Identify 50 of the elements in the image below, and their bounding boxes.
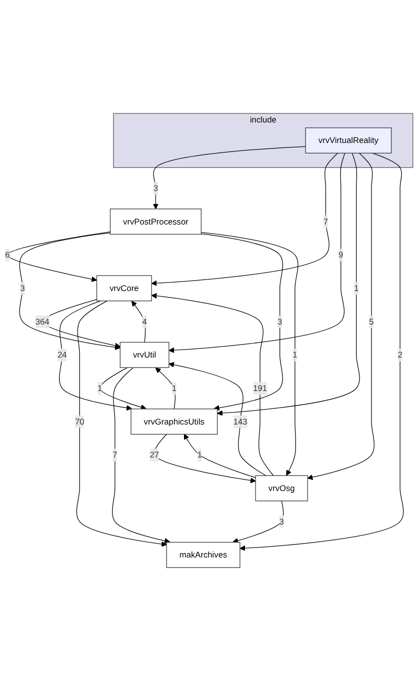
edge-label: 9 (338, 250, 344, 260)
edge-label: 1 (197, 450, 202, 460)
edge-label: 27 (150, 450, 160, 460)
edge-label: 7 (112, 450, 118, 460)
node-box: vrvPostProcessor (110, 208, 202, 235)
arrow (154, 434, 256, 484)
edge-label: 3 (20, 283, 25, 293)
arrow (7, 231, 111, 282)
edge-label: 1 (292, 350, 298, 360)
node-box: vrvUtil (120, 342, 170, 368)
edge-label: 4 (142, 316, 147, 326)
edge-label: 7 (323, 216, 328, 226)
arrow (19, 232, 120, 350)
edge-label: 1 (172, 383, 176, 393)
arrow (168, 362, 266, 476)
arrow (131, 300, 146, 343)
arrow (59, 300, 132, 411)
node-box: makArchives (166, 542, 240, 568)
arrow (100, 367, 146, 410)
edge-label: 1 (97, 383, 102, 393)
edge-label: 143 (233, 416, 248, 426)
edge-label: 1 (354, 283, 359, 293)
edge-label: 3 (279, 516, 284, 526)
arrow (151, 152, 338, 286)
arrow (151, 293, 274, 476)
edge-label: 24 (58, 350, 67, 360)
arrow (307, 152, 374, 480)
arrow (155, 368, 176, 410)
arrow (152, 146, 306, 210)
arrow (112, 367, 170, 544)
arrow (232, 500, 284, 544)
node-box: vrvGraphicsUtils (130, 408, 218, 435)
edge-label: 3 (278, 316, 282, 326)
node-box: vrvVirtualReality (305, 128, 392, 154)
edge-label: 6 (5, 250, 10, 260)
edge-label: 5 (369, 316, 374, 326)
arrow (217, 152, 360, 416)
arrow (240, 152, 404, 551)
node-box: vrvOsg (255, 475, 308, 502)
arrow (200, 232, 298, 476)
edge-label: 3 (153, 183, 158, 193)
arrow (168, 152, 346, 354)
edge-label: 191 (253, 383, 268, 393)
node-box: vrvCore (96, 275, 152, 302)
edge-label: 70 (74, 416, 84, 426)
edge-label: 2 (398, 350, 402, 360)
arrow (76, 300, 167, 547)
arrow (200, 233, 284, 411)
arrow (184, 434, 256, 478)
edge-label: 364 (35, 316, 50, 326)
